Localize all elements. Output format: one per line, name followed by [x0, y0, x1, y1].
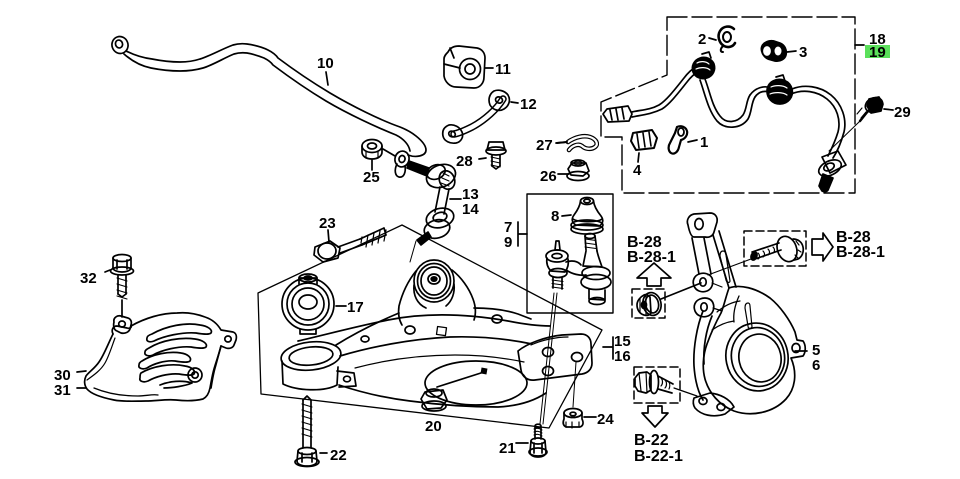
svg-text:31: 31	[54, 382, 71, 399]
svg-text:30: 30	[54, 367, 71, 384]
svg-text:21: 21	[499, 440, 516, 457]
svg-text:25: 25	[363, 169, 380, 186]
svg-text:17: 17	[347, 299, 364, 316]
svg-text:32: 32	[80, 270, 97, 287]
svg-text:27: 27	[536, 137, 553, 154]
svg-text:22: 22	[330, 447, 347, 464]
svg-text:11: 11	[495, 61, 511, 78]
svg-text:16: 16	[614, 348, 631, 365]
svg-text:B-28: B-28	[627, 234, 662, 251]
svg-text:4: 4	[633, 162, 642, 179]
svg-text:14: 14	[462, 201, 479, 218]
svg-text:7: 7	[504, 219, 512, 236]
svg-text:8: 8	[551, 208, 559, 225]
svg-text:5: 5	[812, 342, 820, 359]
svg-text:12: 12	[520, 96, 537, 113]
svg-text:B-22: B-22	[634, 432, 669, 449]
svg-text:19: 19	[869, 44, 886, 61]
svg-text:B-28-1: B-28-1	[627, 249, 676, 266]
svg-text:15: 15	[614, 333, 631, 350]
svg-text:1: 1	[700, 134, 708, 151]
svg-text:10: 10	[317, 55, 334, 72]
svg-text:B-22-1: B-22-1	[634, 448, 683, 465]
svg-text:24: 24	[597, 411, 614, 428]
svg-text:18: 18	[869, 31, 886, 48]
svg-text:13: 13	[462, 186, 479, 203]
svg-text:B-28-1: B-28-1	[836, 244, 885, 261]
svg-text:6: 6	[812, 357, 820, 374]
svg-text:B-28: B-28	[836, 229, 871, 246]
svg-text:20: 20	[425, 418, 442, 435]
svg-text:3: 3	[799, 44, 807, 61]
svg-text:2: 2	[698, 31, 706, 48]
svg-text:9: 9	[504, 234, 512, 251]
svg-text:23: 23	[319, 215, 336, 232]
svg-text:28: 28	[456, 153, 473, 170]
svg-text:26: 26	[540, 168, 557, 185]
svg-text:29: 29	[894, 104, 911, 121]
